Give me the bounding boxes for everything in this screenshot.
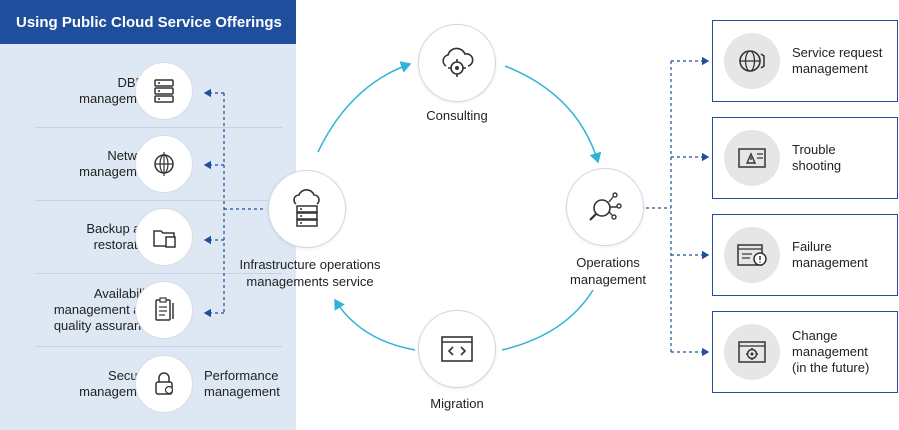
list-item-security: Security management bbox=[35, 347, 282, 420]
lock-icon bbox=[135, 354, 193, 413]
alert-window-icon bbox=[724, 227, 780, 283]
list-item-network: Network management bbox=[35, 128, 282, 201]
globe-gear-icon bbox=[724, 33, 780, 89]
consulting-label: Consulting bbox=[426, 108, 488, 123]
list-item-dbms: DBMS management bbox=[35, 55, 282, 128]
wrench-gear-icon bbox=[566, 168, 644, 246]
trouble-shooting-box: Trouble shooting bbox=[712, 117, 898, 199]
warning-screen-icon bbox=[724, 130, 780, 186]
operations-label: Operations management bbox=[570, 255, 646, 287]
code-window-icon bbox=[418, 310, 496, 388]
arrow-migration-to-infra bbox=[334, 298, 416, 351]
folder-backup-icon bbox=[135, 208, 193, 266]
settings-window-icon bbox=[724, 324, 780, 380]
performance-label: Performance management bbox=[204, 368, 280, 399]
failure-management-box: Failure management bbox=[712, 214, 898, 296]
migration-label: Migration bbox=[430, 396, 484, 411]
panel-title: Using Public Cloud Service Offerings bbox=[0, 0, 296, 44]
list-item-backup: Backup and restoration bbox=[35, 201, 282, 274]
list-item-availability: Availability management and quality assu… bbox=[35, 274, 282, 347]
trouble-shooting-label: Trouble shooting bbox=[792, 142, 842, 173]
arrow-infra-to-consulting bbox=[317, 61, 412, 153]
cloud-server-icon bbox=[268, 170, 346, 248]
cloud-gear-icon bbox=[418, 24, 496, 102]
network-globe-icon bbox=[135, 135, 193, 193]
service-request-label: Service request management bbox=[792, 45, 883, 76]
database-server-icon bbox=[135, 62, 193, 120]
service-request-box: Service request management bbox=[712, 20, 898, 102]
change-management-label: Change management (in the future) bbox=[792, 328, 870, 375]
clipboard-checklist-icon bbox=[135, 281, 193, 339]
infrastructure-label: Infrastructure operations managements se… bbox=[239, 257, 381, 289]
arrow-consulting-to-operations bbox=[504, 65, 602, 164]
left-panel: Using Public Cloud Service Offerings DBM… bbox=[0, 0, 296, 430]
change-management-box: Change management (in the future) bbox=[712, 311, 898, 393]
failure-management-label: Failure management bbox=[792, 239, 868, 270]
arrow-operations-to-migration bbox=[501, 289, 594, 351]
